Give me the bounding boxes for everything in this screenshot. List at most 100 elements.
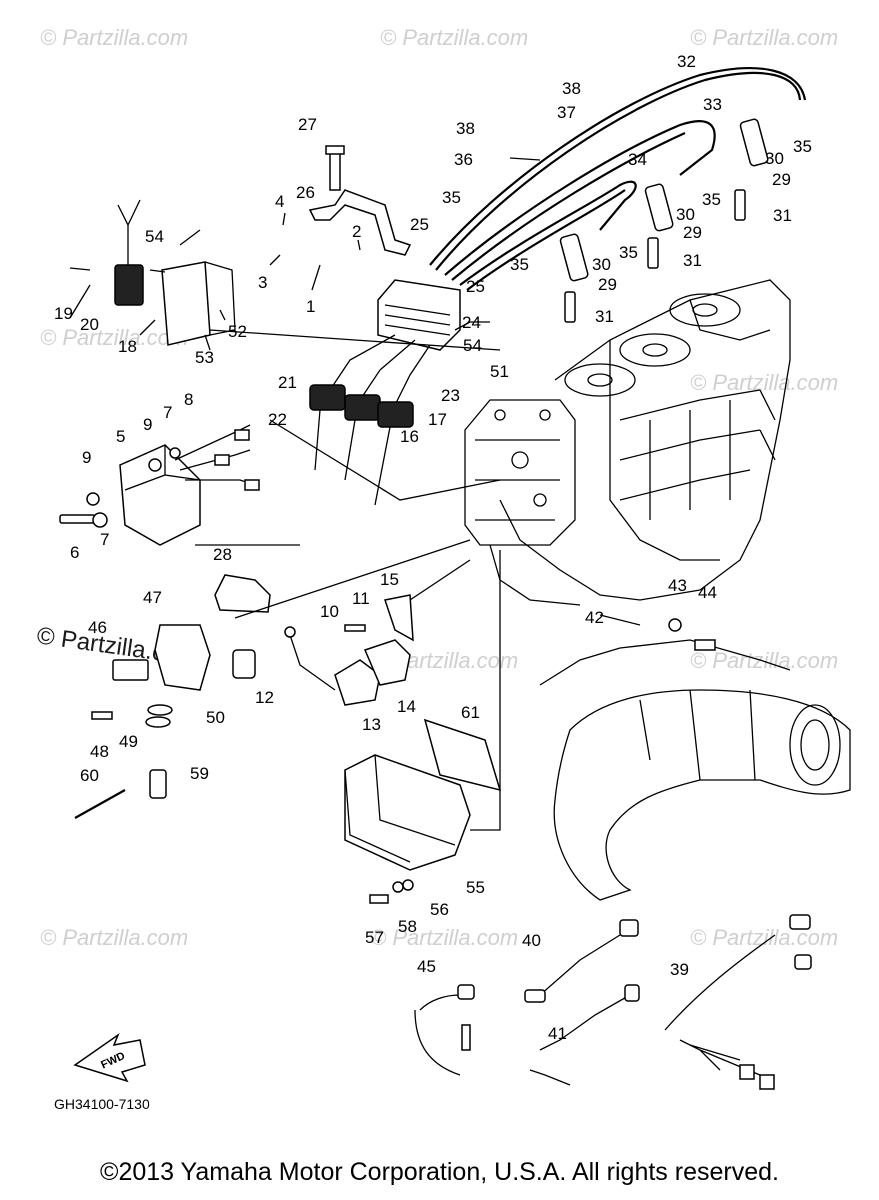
callout-31b: 31 (683, 251, 702, 270)
callout-48: 48 (90, 742, 109, 761)
cable-42 (539, 618, 791, 686)
watermark: © Partzilla.com (40, 325, 188, 350)
watermark: © Partzilla.com (690, 648, 838, 673)
callout-35c: 35 (619, 243, 638, 262)
watermark: © Partzilla.com (380, 25, 528, 50)
callout-30c: 30 (592, 255, 611, 274)
callout-41: 41 (548, 1024, 567, 1043)
callout-44: 44 (698, 583, 717, 602)
callout-30b: 30 (676, 205, 695, 224)
watermark: © Partzilla.com (690, 925, 838, 950)
callout-60: 60 (80, 766, 99, 785)
callout-10: 10 (320, 602, 339, 621)
callout-18: 18 (118, 337, 137, 356)
callout-36: 36 (454, 150, 473, 169)
callout-7b: 7 (100, 530, 109, 549)
watermarks: © Partzilla.com © Partzilla.com © Partzi… (35, 25, 838, 950)
electrical-box (344, 718, 502, 904)
callout-50: 50 (206, 708, 225, 727)
callout-45: 45 (417, 957, 436, 976)
leader-lines (69, 157, 641, 831)
callout-31c: 31 (595, 307, 614, 326)
callout-46: 46 (88, 618, 107, 637)
callout-54b: 54 (463, 336, 482, 355)
spark-plug-caps (559, 118, 769, 323)
copyright-notice: ©2013 Yamaha Motor Corporation, U.S.A. A… (100, 1158, 779, 1186)
callout-29: 29 (772, 170, 791, 189)
callout-51: 51 (490, 362, 509, 381)
callout-58: 58 (398, 917, 417, 936)
callout-17: 17 (428, 410, 447, 429)
callout-8: 8 (184, 390, 193, 409)
callout-13: 13 (362, 715, 381, 734)
reference-code: GH34100-7130 (54, 1096, 150, 1112)
callouts: 1 2 3 4 5 6 7 7 8 9 9 10 11 12 13 14 15 … (54, 52, 812, 1043)
watermark: © Partzilla.com (40, 925, 188, 950)
callout-26: 26 (296, 183, 315, 202)
callout-59: 59 (190, 764, 209, 783)
callout-7: 7 (163, 403, 172, 422)
callout-54: 54 (145, 227, 164, 246)
callout-3: 3 (258, 273, 267, 292)
bracket (308, 145, 412, 256)
callout-25b: 25 (466, 277, 485, 296)
callout-49: 49 (119, 732, 138, 751)
callout-35e: 35 (510, 255, 529, 274)
ignition-unit (59, 424, 260, 546)
callout-53: 53 (195, 348, 214, 367)
callout-21: 21 (278, 373, 297, 392)
callout-35d: 35 (442, 188, 461, 207)
callout-25: 25 (410, 215, 429, 234)
callout-42: 42 (585, 608, 604, 627)
callout-9: 9 (143, 415, 152, 434)
callout-12: 12 (255, 688, 274, 707)
callout-37: 37 (557, 103, 576, 122)
callout-22: 22 (268, 410, 287, 429)
engine-block (464, 279, 791, 606)
cdi-unit (309, 279, 461, 506)
callout-43: 43 (668, 576, 687, 595)
watermark: © Partzilla.com (370, 925, 518, 950)
callout-5: 5 (116, 427, 125, 446)
starter-relay (284, 594, 414, 706)
callout-9b: 9 (82, 448, 91, 467)
callout-32: 32 (677, 52, 696, 71)
callout-14: 14 (397, 697, 416, 716)
callout-39: 39 (670, 960, 689, 979)
callout-2: 2 (352, 222, 361, 241)
callout-34: 34 (628, 150, 647, 169)
callout-20: 20 (80, 315, 99, 334)
callout-33: 33 (703, 95, 722, 114)
callout-30: 30 (765, 149, 784, 168)
callout-35b: 35 (702, 190, 721, 209)
exhaust-pipe (553, 689, 851, 901)
callout-28: 28 (213, 545, 232, 564)
callout-38b: 38 (456, 119, 475, 138)
callout-47: 47 (143, 588, 162, 607)
callout-55: 55 (466, 878, 485, 897)
callout-61: 61 (461, 703, 480, 722)
fwd-arrow: FWD (73, 1032, 146, 1083)
high-tension-leads (429, 67, 807, 291)
callout-19: 19 (54, 304, 73, 323)
callout-56: 56 (430, 900, 449, 919)
callout-23: 23 (441, 386, 460, 405)
wire-harnesses (414, 914, 812, 1090)
callout-4: 4 (275, 192, 284, 211)
callout-27: 27 (298, 115, 317, 134)
callout-15: 15 (380, 570, 399, 589)
callout-11: 11 (352, 589, 370, 608)
callout-29b: 29 (683, 223, 702, 242)
watermark: © Partzilla.com (690, 370, 838, 395)
watermark: © Partzilla.com (40, 25, 188, 50)
callout-52: 52 (228, 322, 247, 341)
callout-24: 24 (462, 313, 481, 332)
callout-35: 35 (793, 137, 812, 156)
callout-16: 16 (400, 427, 419, 446)
callout-57: 57 (365, 928, 384, 947)
callout-38: 38 (562, 79, 581, 98)
watermark: © Partzilla.com (690, 25, 838, 50)
callout-31: 31 (773, 206, 792, 225)
callout-6: 6 (70, 543, 79, 562)
